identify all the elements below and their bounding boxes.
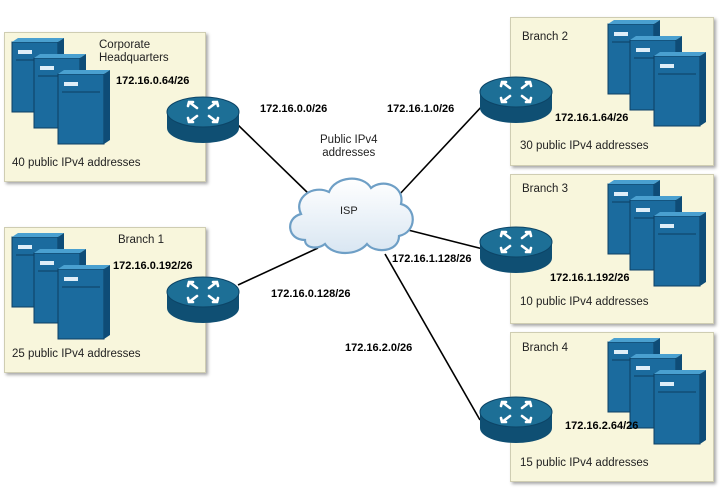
site-name-b4: Branch 4: [522, 342, 569, 354]
address-count-b4: 15 public IPv4 addresses: [520, 457, 649, 469]
link-subnet-hq: 172.16.0.0/26: [260, 103, 328, 115]
address-count-b3: 10 public IPv4 addresses: [520, 296, 649, 308]
link-subnet-b1: 172.16.0.128/26: [271, 288, 351, 300]
lan-subnet-b3: 172.16.1.192/26: [550, 272, 630, 284]
cloud-caption: Public IPv4 addresses: [320, 134, 378, 159]
site-name-b1: Branch 1: [118, 234, 165, 246]
router-icon: [479, 76, 553, 123]
router-icon: [479, 226, 553, 273]
site-name-b2: Branch 2: [522, 31, 569, 43]
router-icon: [166, 96, 240, 143]
lan-subnet-b2: 172.16.1.64/26: [555, 112, 629, 124]
address-count-b1: 25 public IPv4 addresses: [12, 348, 141, 360]
address-count-b2: 30 public IPv4 addresses: [520, 140, 649, 152]
link-b3: [407, 229, 484, 250]
address-count-hq: 40 public IPv4 addresses: [12, 157, 141, 169]
router-icon: [166, 276, 240, 323]
lan-subnet-b4: 172.16.2.64/26: [565, 420, 639, 432]
server-stack-icon: [11, 38, 110, 145]
site-name-b3: Branch 3: [522, 183, 569, 195]
link-hq: [237, 124, 311, 196]
router-icon: [479, 396, 553, 443]
link-b4: [384, 253, 481, 421]
server-stack-icon: [607, 180, 706, 287]
lan-subnet-b1: 172.16.0.192/26: [113, 260, 193, 272]
link-subnet-b4: 172.16.2.0/26: [345, 342, 413, 354]
link-b1: [237, 247, 319, 286]
lan-subnet-hq: 172.16.0.64/26: [116, 75, 190, 87]
server-stack-icon: [11, 233, 110, 340]
link-b2: [397, 103, 485, 197]
link-subnet-b3: 172.16.1.128/26: [392, 253, 472, 265]
link-subnet-b2: 172.16.1.0/26: [387, 103, 455, 115]
server-stack-icon: [607, 338, 706, 445]
cloud-icon: [289, 177, 414, 255]
site-name-hq: Corporate Headquarters: [99, 39, 169, 64]
isp-label: ISP: [340, 205, 358, 217]
server-stack-icon: [607, 20, 706, 127]
